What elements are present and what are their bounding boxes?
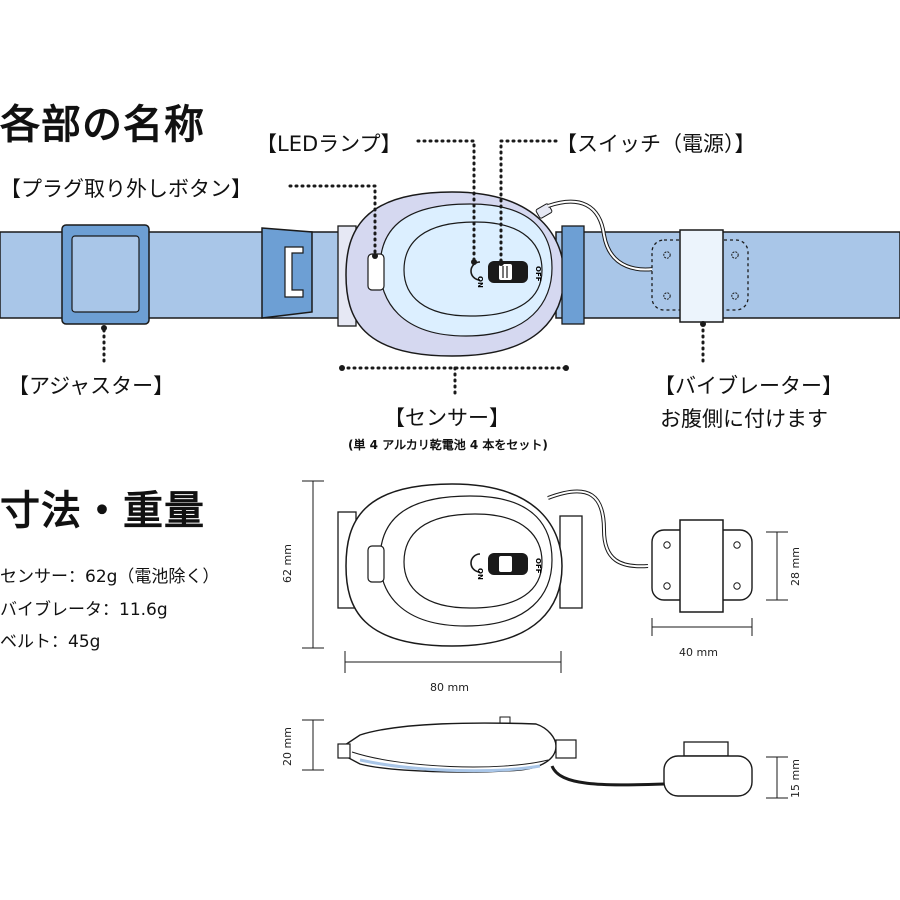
spec-belt: ベルト：45g: [0, 632, 101, 652]
adjuster-label: 【アジャスター】: [8, 374, 175, 398]
leader-dots: [101, 253, 706, 371]
dim-sensor-depth: 20 mm: [280, 727, 294, 766]
dim-vibrator-height: 28 mm: [788, 547, 802, 586]
leader-lines: [102, 139, 705, 396]
sensor-label: 【センサー】: [384, 406, 510, 430]
front-switch-on-text: ON: [476, 568, 484, 580]
vibrator-note: お腹側に付けます: [660, 407, 828, 431]
sensor-side-view: [337, 716, 665, 787]
plug-button-label: 【プラグ取り外しボタン】: [0, 177, 252, 201]
plug-buckle: [261, 227, 313, 319]
dim-vibrator-width: 40 mm: [679, 646, 718, 659]
sensor-note: (単 4 アルカリ乾電池 4 本をセット): [348, 438, 548, 452]
dim-sensor-width: 80 mm: [430, 681, 469, 694]
led-lamp-label: 【LEDランプ】: [256, 132, 402, 156]
dimensions-heading: 寸法・重量: [0, 488, 205, 534]
dimension-lines: [302, 480, 788, 799]
vibrator-side-view: [663, 741, 753, 797]
vibrator-unit: [651, 229, 749, 323]
adjuster: [61, 224, 150, 325]
sensor-unit: ON OFF: [337, 191, 661, 357]
switch-on-text: ON: [476, 276, 484, 288]
vibrator-front-view: [651, 519, 753, 613]
sensor-front-view: ON OFF: [337, 483, 649, 647]
front-switch-off-text: OFF: [534, 558, 542, 574]
parts-heading: 各部の名称: [0, 102, 205, 148]
switch-off-text: OFF: [534, 266, 542, 282]
dim-vibrator-depth: 15 mm: [788, 759, 802, 798]
switch-label: 【スイッチ（電源）】: [556, 132, 756, 156]
spec-vibrator: バイブレータ：11.6g: [0, 600, 168, 620]
dim-sensor-height: 62 mm: [280, 544, 294, 583]
spec-sensor: センサー：62g（電池除く）: [0, 567, 220, 587]
vibrator-label: 【バイブレーター】: [654, 374, 843, 398]
